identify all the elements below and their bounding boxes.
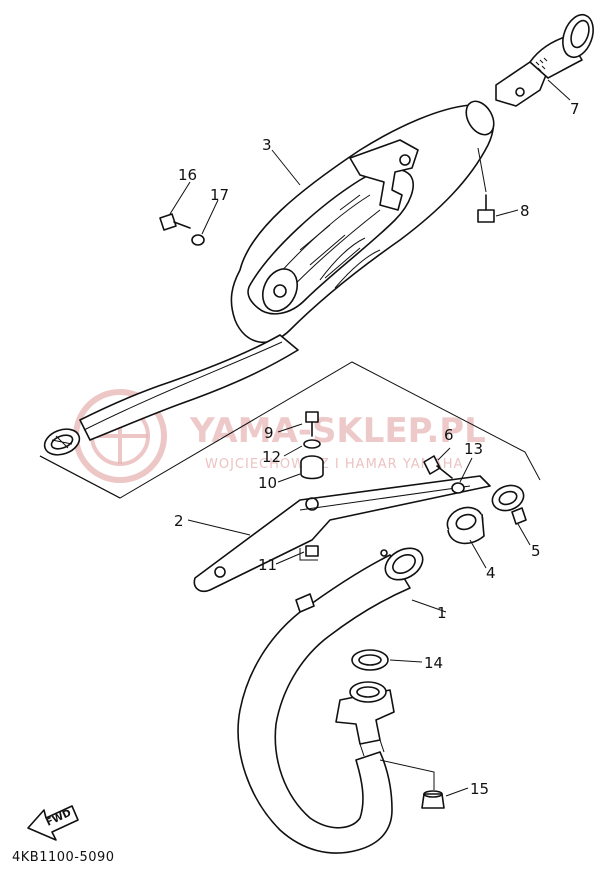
part-16-bolt: [159, 213, 191, 231]
callout-labels: 1 2 3 4 5 6 7 8 9 10 11 12 13 14 15 16 1…: [174, 100, 580, 798]
callout-8: 8: [520, 202, 530, 220]
part-1-exhaust-pipe: [237, 547, 424, 854]
part-3-muffler: [43, 100, 495, 456]
callout-2: 2: [174, 512, 184, 530]
callout-6: 6: [444, 426, 454, 444]
part-15-nut: [421, 790, 445, 809]
watermark-title: YAMA-SKLEP.PL: [189, 411, 486, 451]
callout-11: 11: [258, 556, 277, 574]
callout-3: 3: [262, 136, 272, 154]
part-10-damper: [300, 455, 324, 480]
part-13-washer: [451, 482, 465, 494]
leader-lines: [169, 79, 571, 797]
mounting-reference-frame: [39, 361, 541, 499]
part-14-gasket: [351, 649, 389, 671]
part-5-clamp: [491, 484, 527, 525]
callout-17: 17: [210, 186, 229, 204]
part-9-bolt: [305, 411, 319, 437]
callout-12: 12: [262, 448, 281, 466]
part-12-washer: [303, 439, 321, 449]
callout-16: 16: [178, 166, 197, 184]
watermark: YAMA-SKLEP.PL WOJCIECHOWICZ I HAMAR YAMA…: [73, 389, 486, 483]
part-17-washer: [191, 234, 205, 246]
callout-7: 7: [570, 100, 580, 118]
part-2-bracket: [193, 475, 491, 593]
part-11-nut: [305, 545, 319, 557]
part-7-tail-assembly: [495, 13, 594, 107]
watermark-subtitle: WOJCIECHOWICZ I HAMAR YAMAHA: [205, 457, 463, 472]
diagram-code: 4KB1100-5090: [12, 850, 115, 865]
fwd-arrow-icon: FWD: [27, 805, 79, 841]
callout-15: 15: [470, 780, 489, 798]
callout-4: 4: [486, 564, 496, 582]
callout-9: 9: [264, 424, 274, 442]
callout-10: 10: [258, 474, 277, 492]
callout-1: 1: [437, 604, 447, 622]
part-6-bolt: [423, 455, 453, 479]
callout-13: 13: [464, 440, 483, 458]
callout-14: 14: [424, 654, 443, 672]
callout-5: 5: [531, 542, 541, 560]
part-8-bolt: [477, 194, 495, 223]
part-4-gasket: [446, 506, 485, 545]
